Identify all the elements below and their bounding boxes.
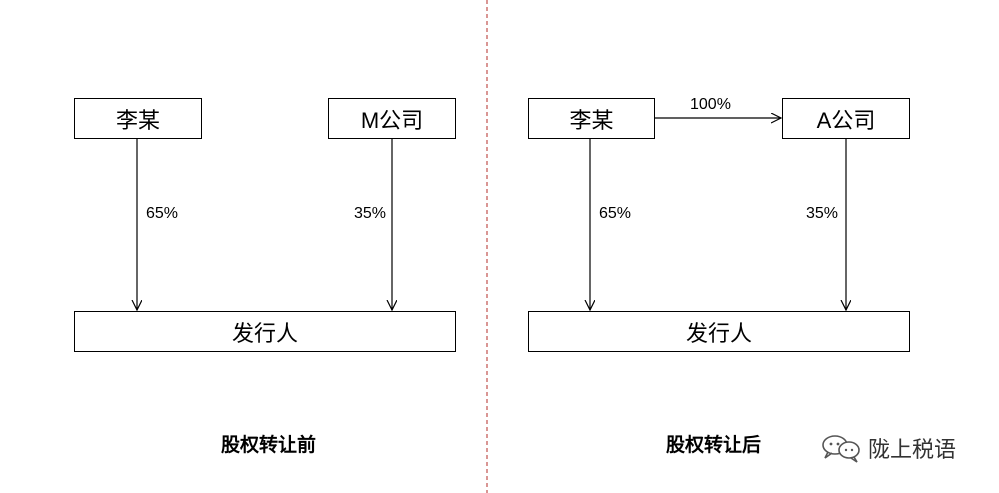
left-issuer-label: 发行人 [231,320,298,346]
left-shareholder-2-box: M公司 [328,98,456,139]
chat-bubbles-icon [822,435,860,463]
right-shareholder-1-label: 李某 [569,107,614,133]
left-shareholder-1-label: 李某 [115,107,160,133]
left-caption: 股权转让前 [221,434,317,456]
right-pct-2: 35% [806,205,839,222]
left-shareholder-2-label: M公司 [360,107,424,133]
right-pct-transfer: 100% [690,96,731,113]
right-issuer-label: 发行人 [685,320,752,346]
left-shareholder-1-box: 李某 [74,98,202,139]
left-pct-1: 65% [146,205,179,222]
right-pct-1: 65% [599,205,632,222]
right-issuer-box: 发行人 [528,311,910,352]
right-caption: 股权转让后 [666,434,762,456]
left-issuer-box: 发行人 [74,311,456,352]
watermark: 陇上税语 [820,432,956,464]
left-pct-2: 35% [354,205,387,222]
right-shareholder-1-box: 李某 [528,98,655,139]
right-shareholder-2-label: A公司 [816,107,876,133]
watermark-text: 陇上税语 [868,437,957,462]
right-shareholder-2-box: A公司 [782,98,910,139]
